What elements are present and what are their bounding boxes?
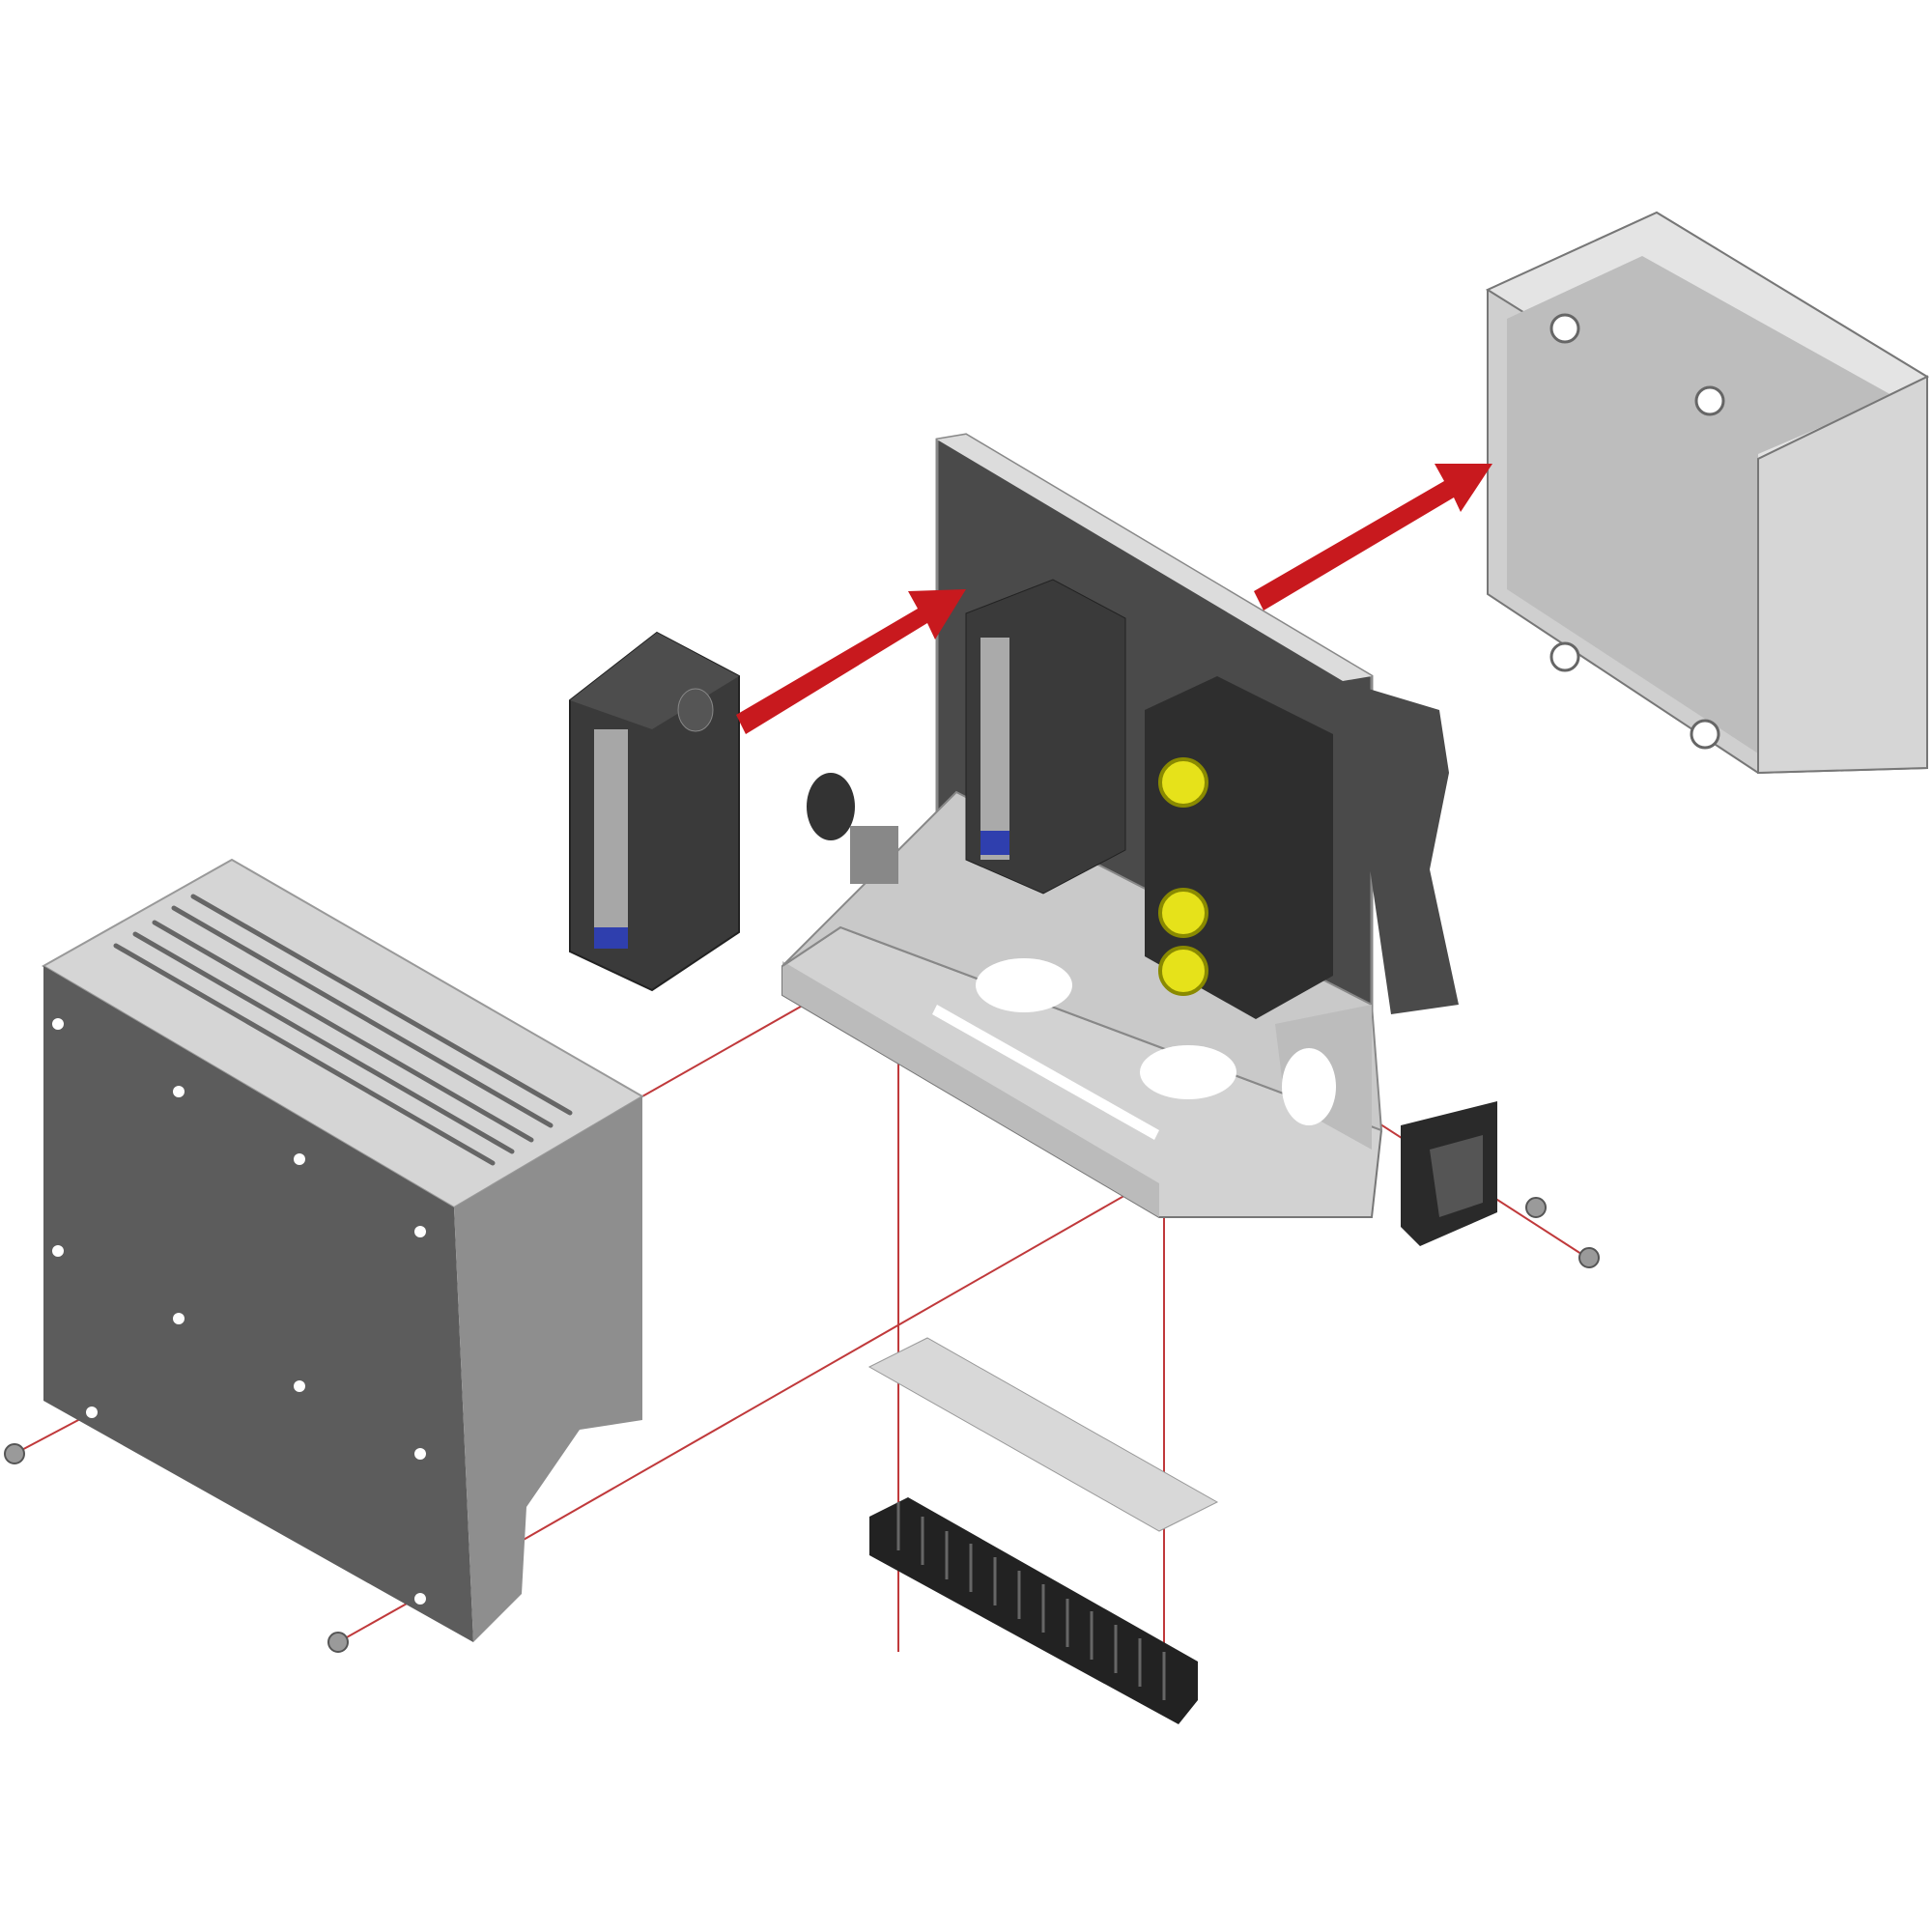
cable-gland [807,773,898,884]
terminal-plate [867,1337,1219,1532]
front-cover [41,858,644,1642]
rocker-switch [1401,1101,1497,1246]
coax-block [1145,676,1333,1019]
arrow-icon [736,464,1492,734]
installed-module [965,579,1126,895]
terminal-strip [869,1497,1198,1724]
wall-back-box [1485,211,1930,775]
loose-module [569,631,740,992]
screw-icon [4,1197,1600,1653]
